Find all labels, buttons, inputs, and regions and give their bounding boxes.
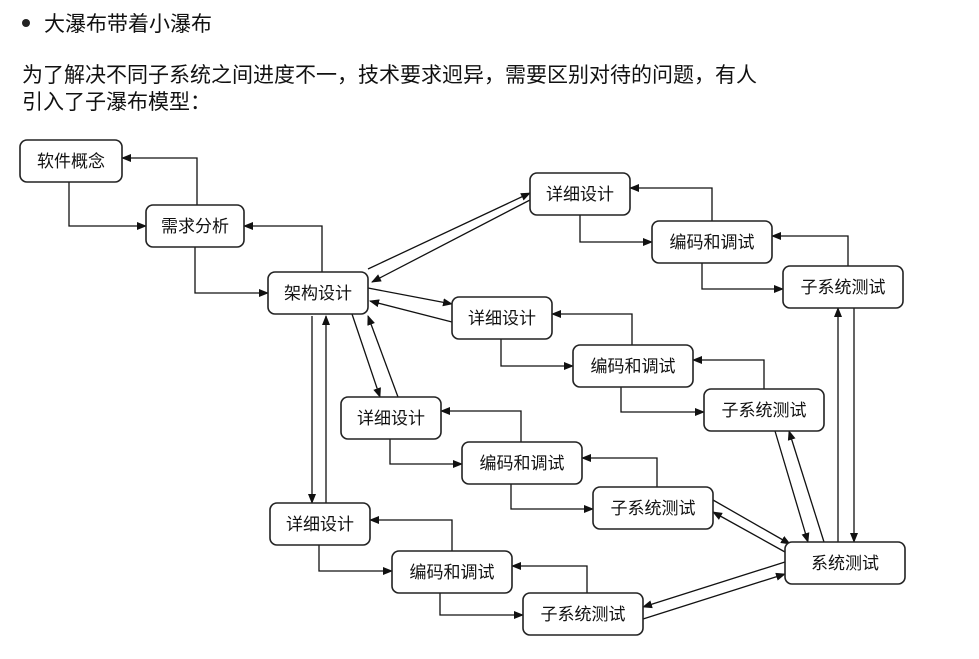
node-label-c1: 编码和调试 xyxy=(670,233,755,253)
edge-arrow-18 xyxy=(369,516,453,551)
node-label-d1: 详细设计 xyxy=(546,185,614,205)
paragraph-line-2: 引入了子瀑布模型： xyxy=(22,90,211,114)
paragraph-line-1: 为了解决不同子系统之间进度不一，技术要求迥异，需要区别对待的问题，有人 xyxy=(22,63,757,87)
node-label-t2: 子系统测试 xyxy=(722,401,807,421)
node-box-c4 xyxy=(391,550,513,594)
edge-arrow-4 xyxy=(243,222,323,272)
edge-arrow-32 xyxy=(774,430,810,543)
edges-group xyxy=(68,154,858,620)
edge-arrow-3 xyxy=(194,247,269,297)
node-t2: 子系统测试 xyxy=(703,388,825,432)
node-box-sys xyxy=(784,541,906,585)
edge-arrow-10 xyxy=(551,310,633,345)
edge-arrow-35 xyxy=(642,561,786,609)
edge-arrow-1 xyxy=(68,182,147,230)
node-box-d4 xyxy=(269,502,371,546)
node-label-c2: 编码和调试 xyxy=(591,357,676,377)
node-c1: 编码和调试 xyxy=(651,220,773,264)
node-box-t2 xyxy=(703,388,825,432)
edge-arrow-5 xyxy=(579,215,653,246)
nodes-group: 软件概念需求分析架构设计详细设计编码和调试子系统测试详细设计编码和调试子系统测试… xyxy=(19,139,906,636)
edge-arrow-14 xyxy=(440,407,522,442)
bullet-text: 大瀑布带着小瀑布 xyxy=(44,12,212,36)
node-c3: 编码和调试 xyxy=(461,441,583,485)
node-box-arch xyxy=(267,271,369,315)
edge-arrow-15 xyxy=(510,484,594,513)
edge-arrow-23 xyxy=(367,287,453,307)
node-box-d3 xyxy=(340,396,442,440)
node-box-concept xyxy=(19,139,123,183)
edge-arrow-13 xyxy=(389,439,463,468)
node-box-d1 xyxy=(529,172,631,216)
edge-arrow-25 xyxy=(351,313,381,398)
node-box-req xyxy=(145,204,245,248)
edge-arrow-12 xyxy=(692,356,765,389)
node-label-d4: 详细设计 xyxy=(286,515,354,535)
node-label-t4: 子系统测试 xyxy=(541,605,626,625)
node-req: 需求分析 xyxy=(145,204,245,248)
node-label-c3: 编码和调试 xyxy=(480,454,565,474)
node-t3: 子系统测试 xyxy=(592,486,714,530)
edge-arrow-17 xyxy=(318,545,393,575)
node-label-d2: 详细设计 xyxy=(468,309,536,329)
edge-arrow-11 xyxy=(620,387,705,416)
node-d4: 详细设计 xyxy=(269,502,371,546)
edge-arrow-7 xyxy=(701,263,784,293)
bullet-dot xyxy=(22,19,30,27)
edge-arrow-2 xyxy=(121,154,198,205)
edge-arrow-8 xyxy=(771,232,849,266)
edge-arrow-33 xyxy=(712,511,786,553)
edge-arrow-31 xyxy=(787,430,825,543)
node-label-t3: 子系统测试 xyxy=(611,499,696,519)
node-label-d3: 详细设计 xyxy=(357,409,425,429)
edge-arrow-9 xyxy=(500,339,574,370)
node-box-t3 xyxy=(592,486,714,530)
node-label-sys: 系统测试 xyxy=(811,554,879,574)
node-d3: 详细设计 xyxy=(340,396,442,440)
node-arch: 架构设计 xyxy=(267,271,369,315)
edge-arrow-34 xyxy=(712,499,791,545)
node-c2: 编码和调试 xyxy=(572,344,694,388)
edge-arrow-16 xyxy=(581,454,658,487)
edge-arrow-36 xyxy=(642,572,786,620)
node-c4: 编码和调试 xyxy=(391,550,513,594)
edge-arrow-24 xyxy=(369,299,453,323)
edge-arrow-21 xyxy=(367,192,531,270)
edge-arrow-6 xyxy=(629,184,713,221)
intro-paragraph: 为了解决不同子系统之间进度不一，技术要求迥异，需要区别对待的问题，有人 引入了子… xyxy=(22,62,922,116)
node-label-req: 需求分析 xyxy=(161,217,229,237)
node-box-c2 xyxy=(572,344,694,388)
node-sys: 系统测试 xyxy=(784,541,906,585)
edge-arrow-22 xyxy=(371,199,531,283)
node-d1: 详细设计 xyxy=(529,172,631,216)
node-box-t4 xyxy=(522,592,644,636)
edge-arrow-19 xyxy=(439,593,524,619)
node-t1: 子系统测试 xyxy=(782,265,904,309)
node-box-c3 xyxy=(461,441,583,485)
node-box-t1 xyxy=(782,265,904,309)
node-box-c1 xyxy=(651,220,773,264)
edge-arrow-20 xyxy=(511,562,588,593)
node-d2: 详细设计 xyxy=(451,296,553,340)
edge-arrow-26 xyxy=(367,315,399,398)
node-label-c4: 编码和调试 xyxy=(410,563,495,583)
node-label-t1: 子系统测试 xyxy=(801,278,886,298)
node-label-concept: 软件概念 xyxy=(37,151,105,172)
bullet-item: 大瀑布带着小瀑布 xyxy=(22,10,212,38)
node-label-arch: 架构设计 xyxy=(284,284,352,304)
node-box-d2 xyxy=(451,296,553,340)
node-concept: 软件概念 xyxy=(19,139,123,183)
node-t4: 子系统测试 xyxy=(522,592,644,636)
